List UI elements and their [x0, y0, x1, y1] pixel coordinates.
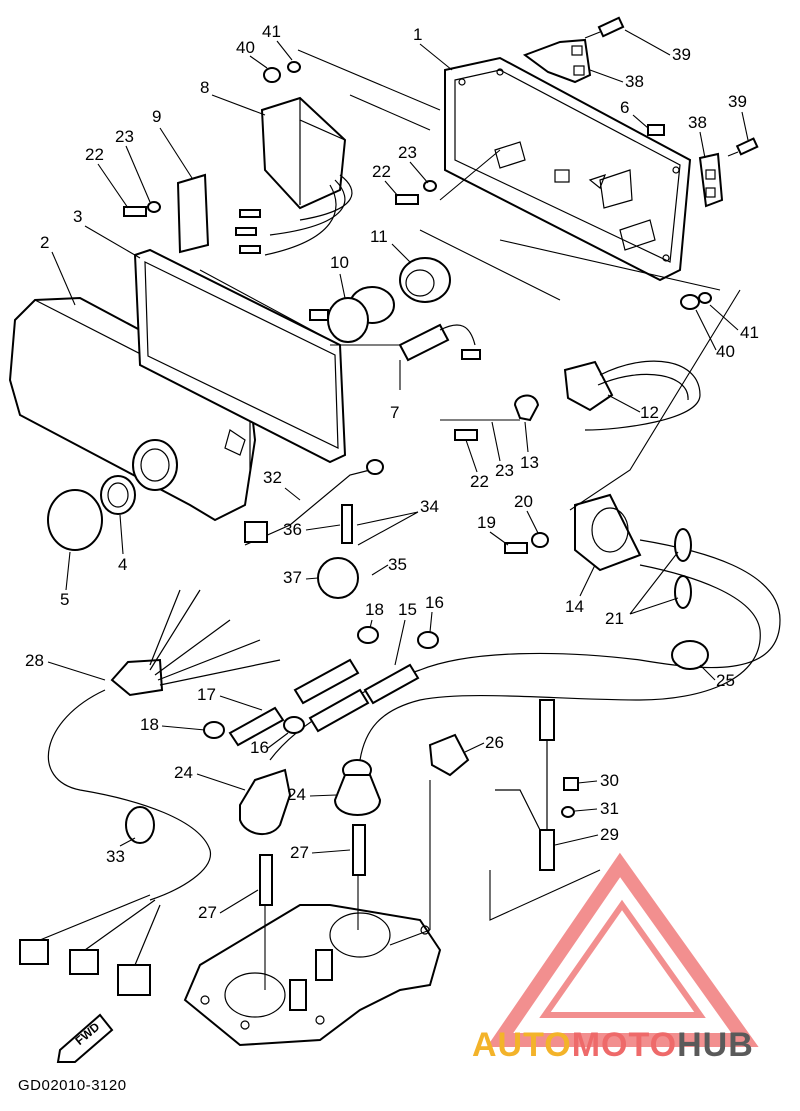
part-7	[398, 323, 481, 362]
callout-9: 9	[152, 107, 161, 126]
gasket	[133, 248, 347, 464]
spark-plug-27a	[259, 854, 273, 906]
callout-22a: 22	[85, 145, 104, 164]
callout-34: 34	[420, 497, 439, 516]
callout-8: 8	[200, 78, 209, 97]
callout-2: 2	[40, 233, 49, 252]
module-9	[176, 173, 210, 254]
spark-plug-27b	[352, 824, 366, 876]
bolt-22-mid	[454, 429, 478, 441]
sensor-29	[495, 699, 555, 871]
cylinder-head	[183, 904, 442, 1047]
callout-38b: 38	[688, 113, 707, 132]
callout-40b: 40	[716, 342, 735, 361]
callout-30: 30	[600, 771, 619, 790]
callout-22c: 22	[470, 472, 489, 491]
bolt-39-top	[584, 16, 625, 39]
callout-21: 21	[605, 609, 624, 628]
band-33	[125, 806, 155, 844]
tube-15	[293, 658, 420, 705]
callout-24b: 24	[287, 785, 306, 804]
clamp-13	[513, 394, 540, 422]
rectifier-8	[235, 96, 353, 256]
callout-35: 35	[388, 555, 407, 574]
callout-39b: 39	[728, 92, 747, 111]
diagram-code: GD02010-3120	[18, 1077, 127, 1094]
bolt-39-right	[727, 137, 759, 157]
part-34	[317, 504, 359, 599]
callouts: 1 2 3 4 5 6 7 8 9 10 11 12 13 14 15 16 1…	[25, 22, 759, 922]
clamp-25	[671, 640, 709, 670]
lead-32	[244, 459, 384, 546]
callout-7: 7	[390, 403, 399, 422]
callout-23b: 23	[398, 143, 417, 162]
plug-cap-24a	[239, 768, 292, 835]
callout-24a: 24	[174, 763, 193, 782]
bracket-right	[698, 152, 724, 208]
callout-41b: 41	[740, 323, 759, 342]
callout-26: 26	[485, 733, 504, 752]
ring-4	[100, 475, 136, 515]
callout-36: 36	[283, 520, 302, 539]
watermark-part2: MOTO	[571, 1026, 678, 1064]
cap-5	[47, 489, 103, 551]
watermark-part3: HUB	[677, 1026, 754, 1064]
callout-16a: 16	[425, 593, 444, 612]
callout-12: 12	[640, 403, 659, 422]
part-10	[309, 286, 395, 343]
callout-18a: 18	[365, 600, 384, 619]
bracket-26	[428, 733, 470, 777]
wire-harness	[19, 589, 281, 996]
callout-31: 31	[600, 799, 619, 818]
callout-28: 28	[25, 651, 44, 670]
callout-22b: 22	[372, 162, 391, 181]
callout-4: 4	[118, 555, 127, 574]
callout-6: 6	[620, 98, 629, 117]
electrical-cover	[8, 296, 257, 522]
callout-1: 1	[413, 25, 422, 44]
callout-39a: 39	[672, 45, 691, 64]
fasteners	[123, 61, 712, 818]
callout-15: 15	[398, 600, 417, 619]
ignition-coil-14	[574, 493, 642, 572]
callout-16b: 16	[250, 738, 269, 757]
callout-20: 20	[514, 492, 533, 511]
callout-41a: 41	[262, 22, 281, 41]
plug-cap-24b	[333, 759, 382, 816]
fwd-arrow: FWD	[56, 1013, 114, 1063]
callout-29: 29	[600, 825, 619, 844]
callout-23c: 23	[495, 461, 514, 480]
electrical-box	[444, 56, 692, 282]
bracket-top	[522, 38, 592, 84]
watermark-logo	[486, 852, 759, 1047]
callout-32: 32	[263, 468, 282, 487]
callout-38a: 38	[625, 72, 644, 91]
callout-3: 3	[73, 207, 82, 226]
callout-18b: 18	[140, 715, 159, 734]
part-11	[399, 257, 451, 303]
callout-5: 5	[60, 590, 69, 609]
callout-17: 17	[197, 685, 216, 704]
callout-11: 11	[370, 227, 388, 246]
watermark-part1: AUTO	[472, 1026, 572, 1064]
callout-13: 13	[520, 453, 539, 472]
callout-40a: 40	[236, 38, 255, 57]
callout-19: 19	[477, 513, 496, 532]
tube-17	[228, 688, 370, 747]
callout-10: 10	[330, 253, 349, 272]
callout-14: 14	[565, 597, 584, 616]
callout-33: 33	[106, 847, 125, 866]
part-12	[563, 360, 701, 431]
callout-23a: 23	[115, 127, 134, 146]
callout-27a: 27	[290, 843, 309, 862]
callout-25: 25	[716, 671, 735, 690]
callout-27b: 27	[198, 903, 217, 922]
leader-lines	[199, 49, 741, 990]
watermark-text: AUTOMOTOHUB	[472, 1026, 754, 1065]
clamp-16-18	[203, 626, 439, 739]
callout-37: 37	[283, 568, 302, 587]
